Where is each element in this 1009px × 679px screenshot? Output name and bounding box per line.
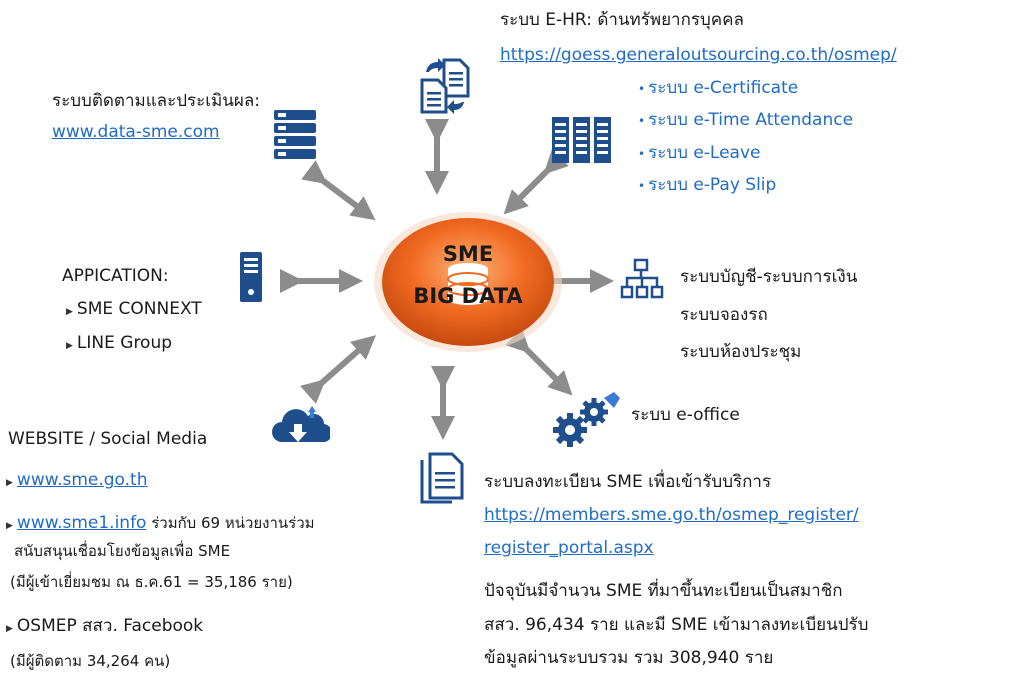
registration-desc-1: ปัจจุบันมีจำนวน SME ที่มาขึ้นทะเบียนเป็น… xyxy=(484,581,843,601)
arrow-datarack xyxy=(503,149,569,215)
arrow-monitoring xyxy=(301,160,376,221)
website-link-2-desc2: สนับสนุนเชื่อมโยงข้อมูลเพื่อ SME xyxy=(14,542,231,560)
ehr-item-label: ระบบ e-Pay Slip xyxy=(648,175,777,195)
bullet-dot: • xyxy=(638,114,646,128)
monitoring-title: ระบบติดตามและประเมินผล: xyxy=(52,91,261,111)
accounting-item-2: ระบบจองรถ xyxy=(680,305,768,325)
ehr-item-2: •ระบบ e-Time Attendance xyxy=(638,109,853,132)
server-list-icon xyxy=(274,110,316,159)
triangle-bullet-icon: ▶ xyxy=(6,521,13,531)
website-link-1[interactable]: www.sme.go.th xyxy=(16,470,148,490)
website-link-2-row: ▶www.sme1.info ร่วมกับ 69 หน่วยงานร่วม xyxy=(6,513,315,536)
registration-link-line2[interactable]: register_portal.aspx xyxy=(484,538,654,558)
website-visitors: (มีผู้เข้าเยี่ยมชม ณ ธ.ค.61 = 35,186 ราย… xyxy=(10,573,293,591)
database-rack-icon xyxy=(552,117,611,163)
registration-desc-2: สสว. 96,434 ราย และมี SME เข้ามาลงทะเบีย… xyxy=(484,615,869,635)
application-item-1: ▶SME CONNEXT xyxy=(66,298,202,323)
server-tower-icon xyxy=(240,252,262,302)
bullet-dot: • xyxy=(638,147,646,161)
document-icon xyxy=(420,452,464,504)
ehr-link[interactable]: https://goess.generaloutsourcing.co.th/o… xyxy=(500,45,897,65)
triangle-bullet-icon: ▶ xyxy=(6,624,13,634)
triangle-bullet-icon: ▶ xyxy=(6,478,13,488)
triangle-bullet-icon: ▶ xyxy=(66,307,73,317)
website-link-1-row: ▶www.sme.go.th xyxy=(6,469,148,494)
sme-big-data-orb xyxy=(374,212,562,352)
center-title: SME xyxy=(442,242,494,266)
ehr-item-label: ระบบ e-Leave xyxy=(648,143,761,163)
arrow-website xyxy=(300,335,377,404)
application-item-2: ▶LINE Group xyxy=(66,332,172,357)
org-chart-icon xyxy=(620,258,664,299)
center-subtitle: BIG DATA xyxy=(413,284,523,308)
database-icon xyxy=(447,263,489,305)
accounting-item-3: ระบบห้องประชุม xyxy=(680,342,802,362)
website-link-2[interactable]: www.sme1.info xyxy=(16,513,147,533)
website-facebook-row: ▶OSMEP สสว. Facebook xyxy=(6,615,203,640)
bullet-dot: • xyxy=(638,179,646,193)
website-followers: (มีผู้ติดตาม 34,264 คน) xyxy=(10,652,171,670)
application-title: APPICATION: xyxy=(62,266,169,286)
ehr-item-3: •ระบบ e-Leave xyxy=(638,142,761,165)
application-item-label: SME CONNEXT xyxy=(76,299,202,319)
documents-sync-icon xyxy=(420,58,470,114)
ehr-item-label: ระบบ e-Certificate xyxy=(648,78,799,98)
registration-desc-3: ข้อมูลผ่านระบบรวม รวม 308,940 ราย xyxy=(484,648,774,668)
bullet-dot: • xyxy=(638,82,646,96)
ehr-item-label: ระบบ e-Time Attendance xyxy=(648,110,854,130)
registration-link-line1[interactable]: https://members.sme.go.th/osmep_register… xyxy=(484,505,859,525)
triangle-bullet-icon: ▶ xyxy=(66,341,73,351)
website-title: WEBSITE / Social Media xyxy=(8,429,208,449)
ehr-title: ระบบ E-HR: ด้านทรัพยากรบุคคล xyxy=(500,10,744,30)
ehr-item-4: •ระบบ e-Pay Slip xyxy=(638,174,776,197)
application-item-label: LINE Group xyxy=(76,333,173,353)
eoffice-title: ระบบ e-office xyxy=(631,405,740,425)
accounting-item-1: ระบบบัญชี-ระบบการเงิน xyxy=(680,267,858,287)
cloud-upload-icon xyxy=(272,406,330,443)
registration-title: ระบบลงทะเบียน SME เพื่อเข้ารับบริการ xyxy=(484,472,772,492)
ehr-item-1: •ระบบ e-Certificate xyxy=(638,77,798,100)
center-label: SME BIG DATA xyxy=(398,241,538,311)
website-facebook: OSMEP สสว. Facebook xyxy=(16,616,204,636)
arrow-eoffice xyxy=(505,328,573,396)
monitoring-link[interactable]: www.data-sme.com xyxy=(52,122,220,142)
gears-icon xyxy=(553,392,620,447)
website-link-2-desc: ร่วมกับ 69 หน่วยงานร่วม xyxy=(146,514,315,532)
